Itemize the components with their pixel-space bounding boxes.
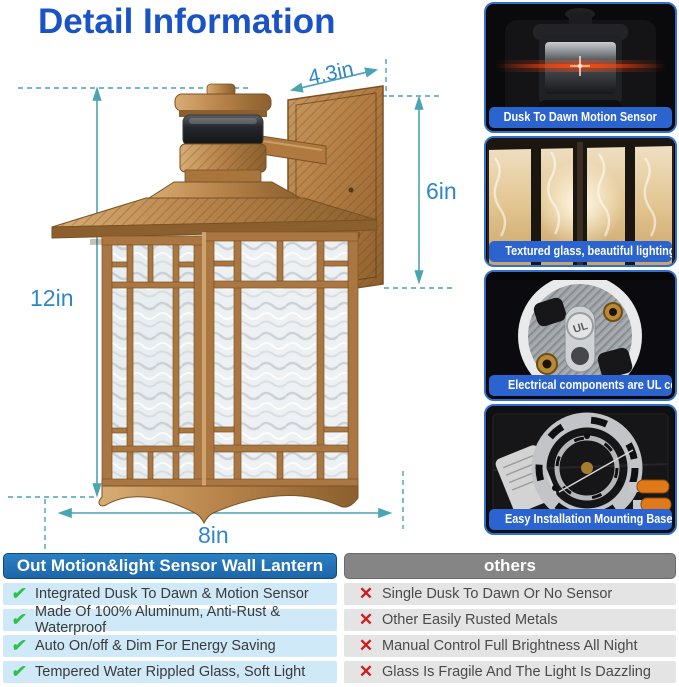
others-feature-row: ✕ Manual Control Full Brightness All Nig…	[344, 635, 676, 657]
feature-column: Dusk To Dawn Motion Sensor	[484, 2, 677, 535]
dim-label-plate-height: 6in	[426, 178, 457, 204]
product-column: Out Motion&light Sensor Wall Lantern ✔ I…	[3, 553, 337, 683]
motion-sensor	[174, 83, 272, 173]
others-feature-row: ✕ Single Dusk To Dawn Or No Sensor	[344, 583, 676, 605]
others-feature-row: ✕ Glass Is Fragile And The Light Is Dazz…	[344, 661, 676, 683]
lantern-corner-highlight	[202, 232, 206, 488]
lantern-skirt	[98, 485, 359, 525]
mounting-screw	[348, 187, 354, 193]
others-column-header: others	[344, 553, 676, 579]
others-column: others ✕ Single Dusk To Dawn Or No Senso…	[344, 553, 676, 683]
row-text: Tempered Water Rippled Glass, Soft Light	[35, 664, 306, 680]
row-text: Glass Is Fragile And The Light Is Dazzli…	[382, 664, 651, 680]
dim-label-plate-width: 4.3in	[306, 57, 355, 89]
row-text: Other Easily Rusted Metals	[382, 612, 558, 628]
others-feature-row: ✕ Other Easily Rusted Metals	[344, 609, 676, 631]
product-feature-row: ✔ Auto On/off & Dim For Energy Saving	[3, 635, 337, 657]
feature-card-motion-sensor: Dusk To Dawn Motion Sensor	[484, 2, 677, 133]
check-icon: ✔	[10, 584, 28, 603]
cross-icon: ✕	[358, 584, 374, 603]
feature-caption-text: Dusk To Dawn Motion Sensor	[503, 109, 658, 124]
feature-card-ul-certified: UL Electrical components are UL certifie…	[484, 270, 677, 401]
dimension-lines	[57, 67, 424, 519]
feature-caption: Easy Installation Mounting Base	[489, 509, 672, 530]
row-text: Auto On/off & Dim For Energy Saving	[35, 638, 276, 654]
cross-icon: ✕	[358, 610, 374, 629]
dim-label-lantern-height: 12in	[30, 285, 73, 311]
feature-caption: Electrical components are UL certified	[489, 375, 672, 396]
row-text: Made Of 100% Aluminum, Anti-Rust & Water…	[35, 604, 280, 636]
product-feature-row: ✔ Made Of 100% Aluminum, Anti-Rust & Wat…	[3, 604, 337, 636]
lantern-frame-left	[101, 235, 205, 489]
feature-caption-text: Easy Installation Mounting Base	[504, 511, 672, 526]
check-icon: ✔	[10, 636, 28, 655]
check-icon: ✔	[10, 610, 28, 629]
ul-mark: UL	[572, 320, 590, 336]
socket-keystones	[533, 297, 633, 379]
feature-caption: Dusk To Dawn Motion Sensor	[489, 107, 672, 128]
row-text: Single Dusk To Dawn Or No Sensor	[382, 586, 613, 602]
row-text: Integrated Dusk To Dawn & Motion Sensor	[35, 586, 309, 602]
row-text: Manual Control Full Brightness All Night	[382, 638, 638, 654]
feature-caption-text: Textured glass, beautiful lighting	[505, 243, 672, 258]
feature-caption-text: Electrical components are UL certified	[507, 377, 672, 392]
check-icon: ✔	[10, 662, 28, 681]
mounting-base-photo	[487, 406, 674, 533]
cross-icon: ✕	[358, 636, 374, 655]
page-title: Detail Information	[38, 2, 336, 41]
product-feature-row: ✔ Integrated Dusk To Dawn & Motion Senso…	[3, 583, 337, 605]
lantern-dimension-diagram: 12in 8in 4.3in 6in	[8, 57, 457, 556]
feature-card-mounting-base: Easy Installation Mounting Base	[484, 404, 677, 535]
dim-label-lantern-width: 8in	[198, 522, 229, 548]
feature-card-textured-glass: Textured glass, beautiful lighting	[484, 136, 677, 267]
product-feature-row: ✔ Tempered Water Rippled Glass, Soft Lig…	[3, 661, 337, 683]
cross-icon: ✕	[358, 662, 374, 681]
wire-connectors	[629, 479, 672, 512]
feature-caption: Textured glass, beautiful lighting	[489, 241, 672, 262]
product-column-header: Out Motion&light Sensor Wall Lantern	[3, 553, 337, 579]
comparison-table: Out Motion&light Sensor Wall Lantern ✔ I…	[0, 553, 679, 687]
